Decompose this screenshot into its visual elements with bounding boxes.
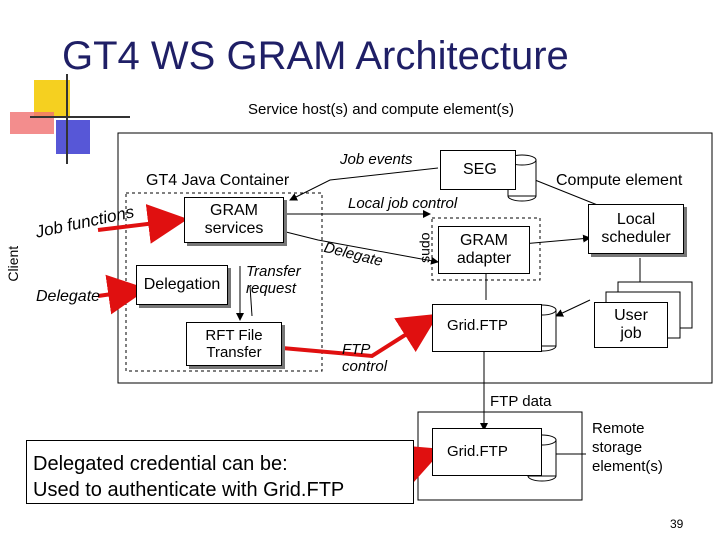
sudo-label: sudo: [416, 232, 433, 263]
sudo-region: [431, 217, 541, 281]
local-job-control-label: Local job control: [348, 195, 458, 212]
deco-yellow-square: [34, 80, 70, 116]
userjob-gridftp-line: [555, 299, 591, 317]
seg-disk-icon: [507, 154, 537, 202]
delegate-label: Delegate: [36, 288, 101, 305]
page-number: 39: [670, 517, 684, 531]
gt4-container-label: GT4 Java Container: [146, 172, 290, 189]
deco-vertical-line: [66, 74, 68, 164]
client-label: Client: [5, 245, 22, 282]
gridftp-box-1: Grid.FTP: [432, 304, 542, 352]
delegate-arrow: [97, 274, 148, 315]
gridftp-box-2: Grid.FTP: [432, 428, 542, 476]
slide-title: GT4 WS GRAM Architecture: [62, 34, 569, 78]
delegation-box: Delegation: [136, 265, 228, 305]
deco-blue-square: [56, 120, 90, 154]
delegated-credential-box: Delegated credential can be:Used to auth…: [26, 440, 414, 504]
transfer-line: [249, 285, 253, 317]
job-events-label: Job events: [340, 151, 413, 168]
ftp-control-arrow: [281, 313, 439, 359]
gt4-container-box: [125, 192, 323, 372]
ftp-data-label: FTP data: [490, 393, 552, 410]
adapter-scheduler-line: [521, 234, 591, 245]
job-functions-arrow: [97, 204, 188, 244]
deco-horizontal-line: [30, 116, 130, 118]
seg-box: SEG: [440, 150, 516, 190]
job-events-line: [289, 167, 439, 201]
compute-element-label: Compute element: [556, 172, 683, 189]
compute-element-box: [117, 132, 713, 384]
service-host-label: Service host(s) and compute element(s): [248, 101, 514, 118]
delegate-line: [285, 231, 439, 265]
